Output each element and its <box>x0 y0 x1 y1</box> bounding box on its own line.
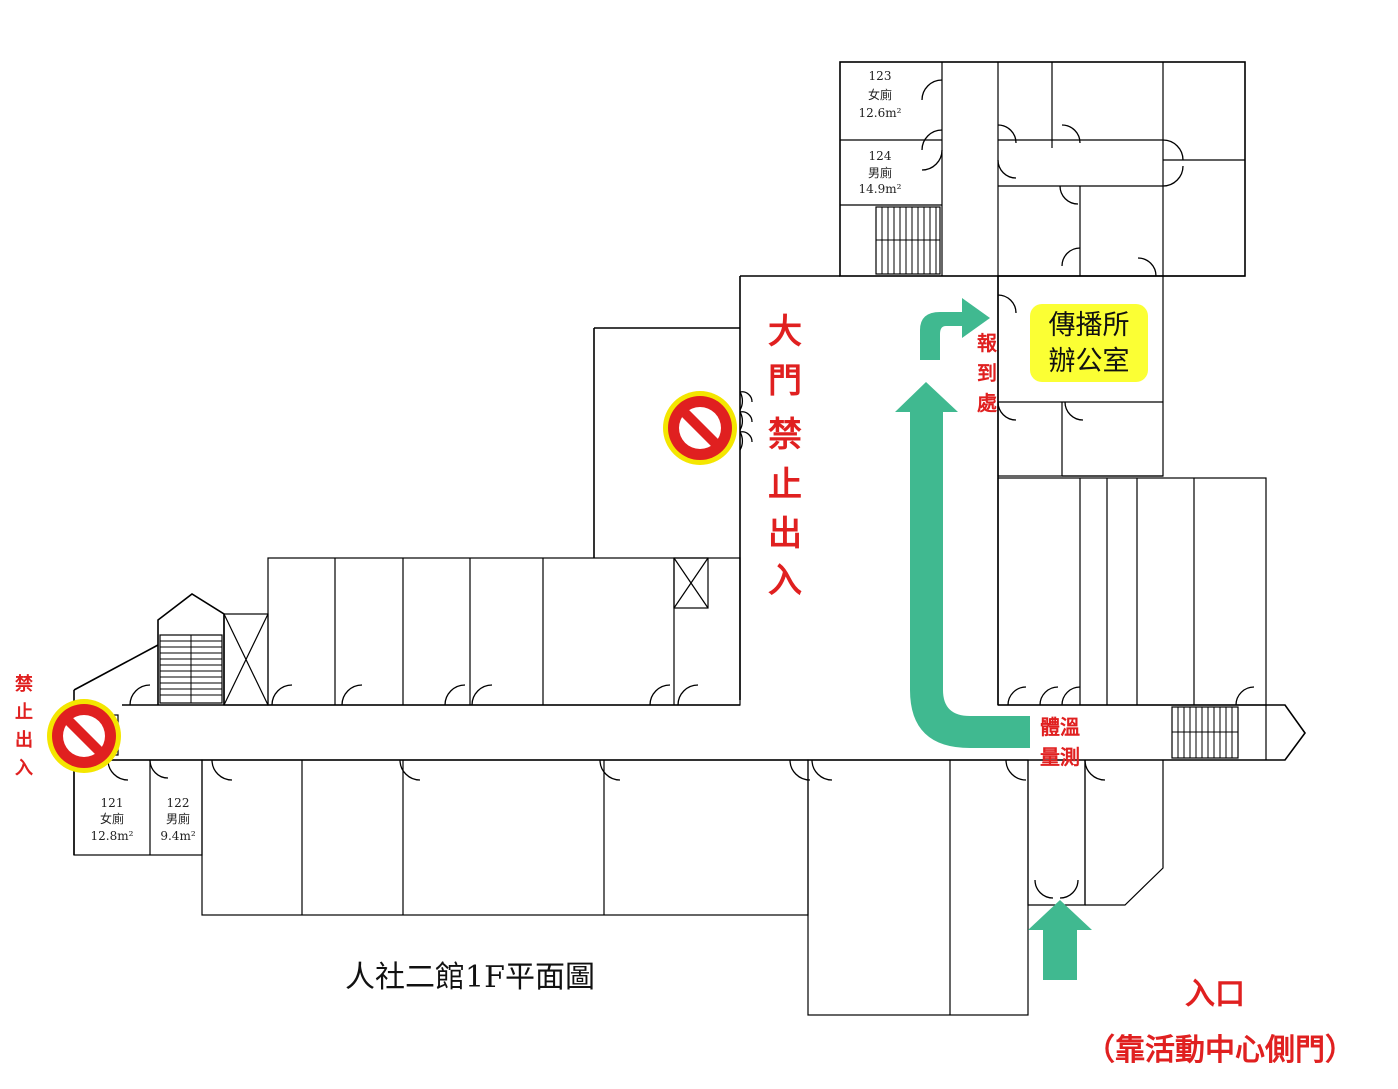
svg-text:大: 大 <box>768 312 802 352</box>
svg-text:女廁: 女廁 <box>100 811 124 826</box>
svg-text:14.9m²: 14.9m² <box>859 182 902 196</box>
svg-text:出: 出 <box>768 514 802 554</box>
side-no-entry-label: 禁 止 出 入 <box>15 673 33 779</box>
no-entry-icon <box>663 391 737 465</box>
room-121: 121 女廁 12.8m² <box>91 796 134 843</box>
svg-text:男廁: 男廁 <box>868 165 892 180</box>
office-label-line2: 辦公室 <box>1049 346 1130 377</box>
building-walls <box>73 61 1306 1016</box>
svg-text:體溫: 體溫 <box>1040 715 1080 739</box>
svg-text:122: 122 <box>167 796 190 810</box>
arrow-turn-right-icon <box>920 298 990 360</box>
svg-text:報: 報 <box>977 331 998 355</box>
office-highlight <box>1030 304 1148 382</box>
svg-text:女廁: 女廁 <box>868 87 892 102</box>
svg-text:入: 入 <box>15 758 33 779</box>
staircase-left <box>159 634 223 704</box>
svg-text:止: 止 <box>15 701 33 723</box>
svg-text:121: 121 <box>101 796 124 810</box>
main-gate-no-entry-label: 大 門 禁 止 出 入 <box>768 312 802 601</box>
svg-text:止: 止 <box>768 465 802 505</box>
svg-text:123: 123 <box>869 69 892 83</box>
doors <box>107 79 1255 899</box>
svg-text:出: 出 <box>15 729 33 751</box>
arrow-up-icon <box>1028 900 1092 980</box>
svg-text:124: 124 <box>869 149 892 163</box>
office-label-line1: 傳播所 <box>1049 310 1130 341</box>
svg-text:12.8m²: 12.8m² <box>91 829 134 843</box>
no-entry-icon <box>47 699 121 773</box>
svg-text:禁: 禁 <box>768 415 802 455</box>
svg-text:入: 入 <box>768 561 802 601</box>
svg-text:量測: 量測 <box>1040 745 1080 769</box>
room-123: 123 女廁 12.6m² <box>859 69 902 120</box>
arrow-up-icon <box>895 382 1030 748</box>
svg-text:禁: 禁 <box>15 673 33 695</box>
svg-text:到: 到 <box>977 361 997 385</box>
svg-text:12.6m²: 12.6m² <box>859 106 902 120</box>
temperature-check-label: 體溫 量測 <box>1040 715 1080 769</box>
svg-text:處: 處 <box>977 391 997 415</box>
room-124: 124 男廁 14.9m² <box>859 149 902 196</box>
entrance-label: 入口 <box>1185 977 1245 1012</box>
svg-text:男廁: 男廁 <box>166 811 190 826</box>
staircase-right <box>1171 706 1239 759</box>
staircase-top <box>875 206 941 275</box>
map-title: 人社二館1F平面圖 <box>345 960 595 995</box>
check-in-label: 報 到 處 <box>977 331 998 415</box>
room-122: 122 男廁 9.4m² <box>160 796 195 843</box>
entrance-note: （靠活動中心側門） <box>1085 1033 1355 1068</box>
svg-text:9.4m²: 9.4m² <box>160 829 195 843</box>
svg-text:門: 門 <box>768 361 802 401</box>
